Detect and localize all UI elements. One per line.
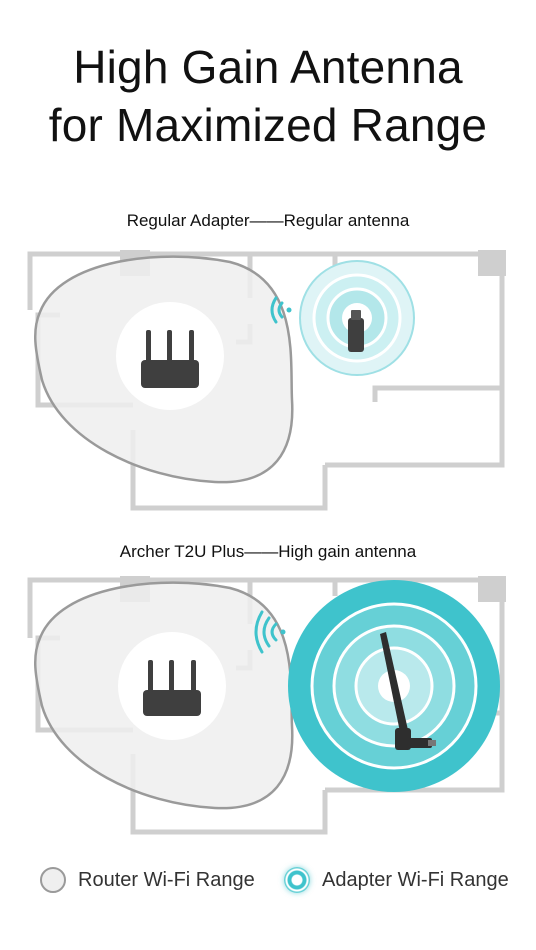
adapter-range-swatch bbox=[284, 867, 310, 893]
regular-usb-adapter-icon bbox=[348, 310, 364, 352]
legend: Router Wi-Fi Range Adapter Wi-Fi Range bbox=[0, 860, 536, 900]
high-gain-adapter-caption: Archer T2U Plus——High gain antenna bbox=[119, 542, 417, 561]
wifi-signal-icon bbox=[254, 610, 286, 654]
wall-pillar bbox=[478, 576, 506, 602]
legend-router-label: Router Wi-Fi Range bbox=[78, 868, 255, 891]
router-icon bbox=[143, 660, 201, 716]
regular-adapter-caption: Regular Adapter——Regular antenna bbox=[126, 211, 410, 230]
wall-pillar bbox=[478, 250, 506, 276]
legend-router-item: Router Wi-Fi Range bbox=[40, 860, 255, 900]
high-gain-adapter-floorplan bbox=[0, 568, 536, 848]
regular-adapter-floorplan bbox=[0, 240, 536, 520]
headline-line-2: for Maximized Range bbox=[48, 99, 488, 151]
router-range-swatch bbox=[40, 867, 66, 893]
legend-adapter-item: Adapter Wi-Fi Range bbox=[284, 860, 509, 900]
wifi-signal-icon bbox=[270, 296, 292, 324]
headline-line-1: High Gain Antenna bbox=[73, 41, 463, 93]
legend-adapter-label: Adapter Wi-Fi Range bbox=[322, 868, 509, 891]
high-gain-antenna-adapter-icon bbox=[380, 632, 436, 750]
router-icon bbox=[141, 330, 199, 388]
headline: High Gain Antenna for Maximized Range bbox=[0, 38, 536, 154]
